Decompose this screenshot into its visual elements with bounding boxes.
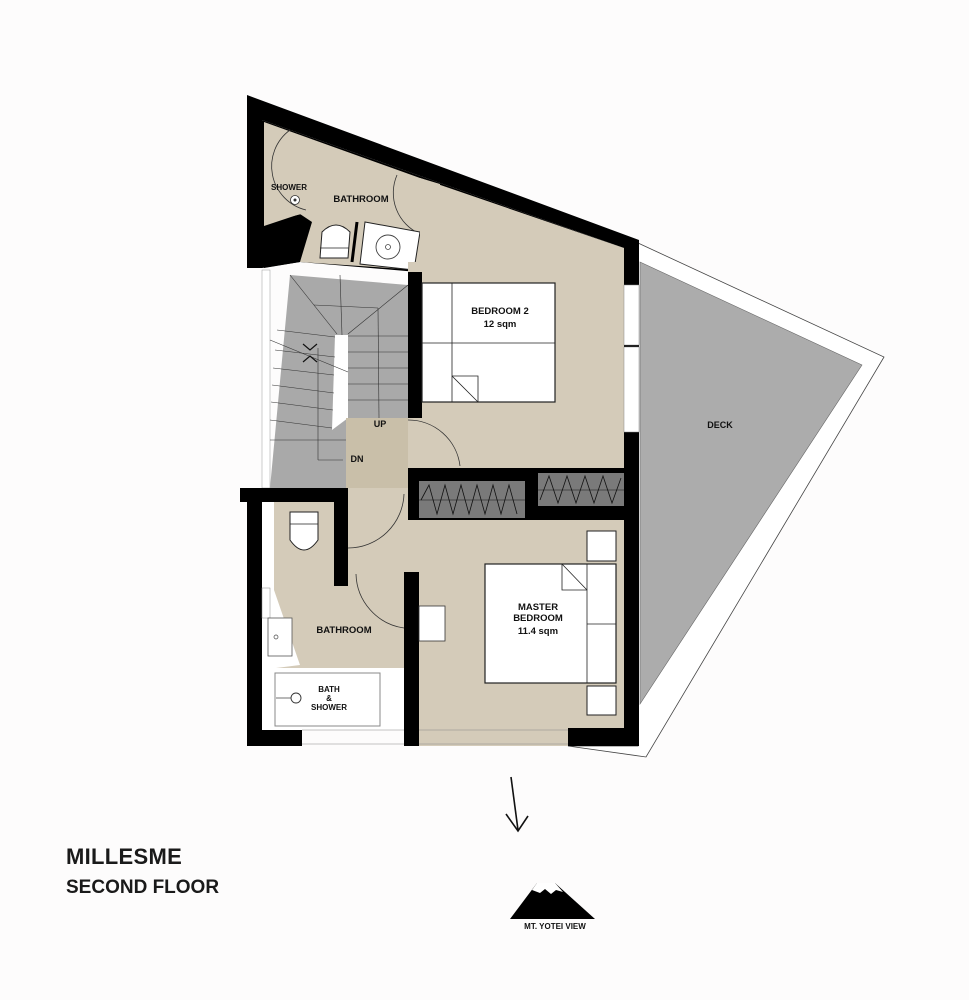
label-stairs-up: UP — [373, 419, 387, 429]
label-bath-shower: BATH & SHOWER — [311, 685, 347, 713]
exterior-walls — [247, 95, 639, 746]
bedroom-2-area — [407, 178, 640, 468]
label-master-bedroom: MASTER BEDROOM — [513, 602, 563, 624]
bathroom-bottom — [261, 502, 419, 746]
label-stairs-down: DN — [350, 454, 364, 464]
label-master-bedroom-area: 11.4 sqm — [517, 626, 559, 637]
view-label: MT. YOTEI VIEW — [524, 922, 586, 931]
master-bedroom-area — [347, 488, 624, 746]
floor-title: SECOND FLOOR — [66, 877, 220, 898]
wardrobes — [408, 468, 624, 520]
arrow-down-icon — [505, 776, 529, 833]
label-deck: DECK — [707, 420, 733, 430]
project-title: MILLESME — [66, 844, 183, 869]
label-bathroom-top: BATHROOM — [333, 194, 389, 205]
label-bedroom-2: BEDROOM 2 — [471, 306, 529, 317]
stairs — [240, 269, 409, 502]
label-bedroom-2-area: 12 sqm — [483, 319, 517, 330]
mountain-icon — [510, 883, 595, 919]
label-bathroom-bottom: BATHROOM — [316, 625, 372, 636]
label-shower-top: SHOWER — [271, 183, 307, 192]
